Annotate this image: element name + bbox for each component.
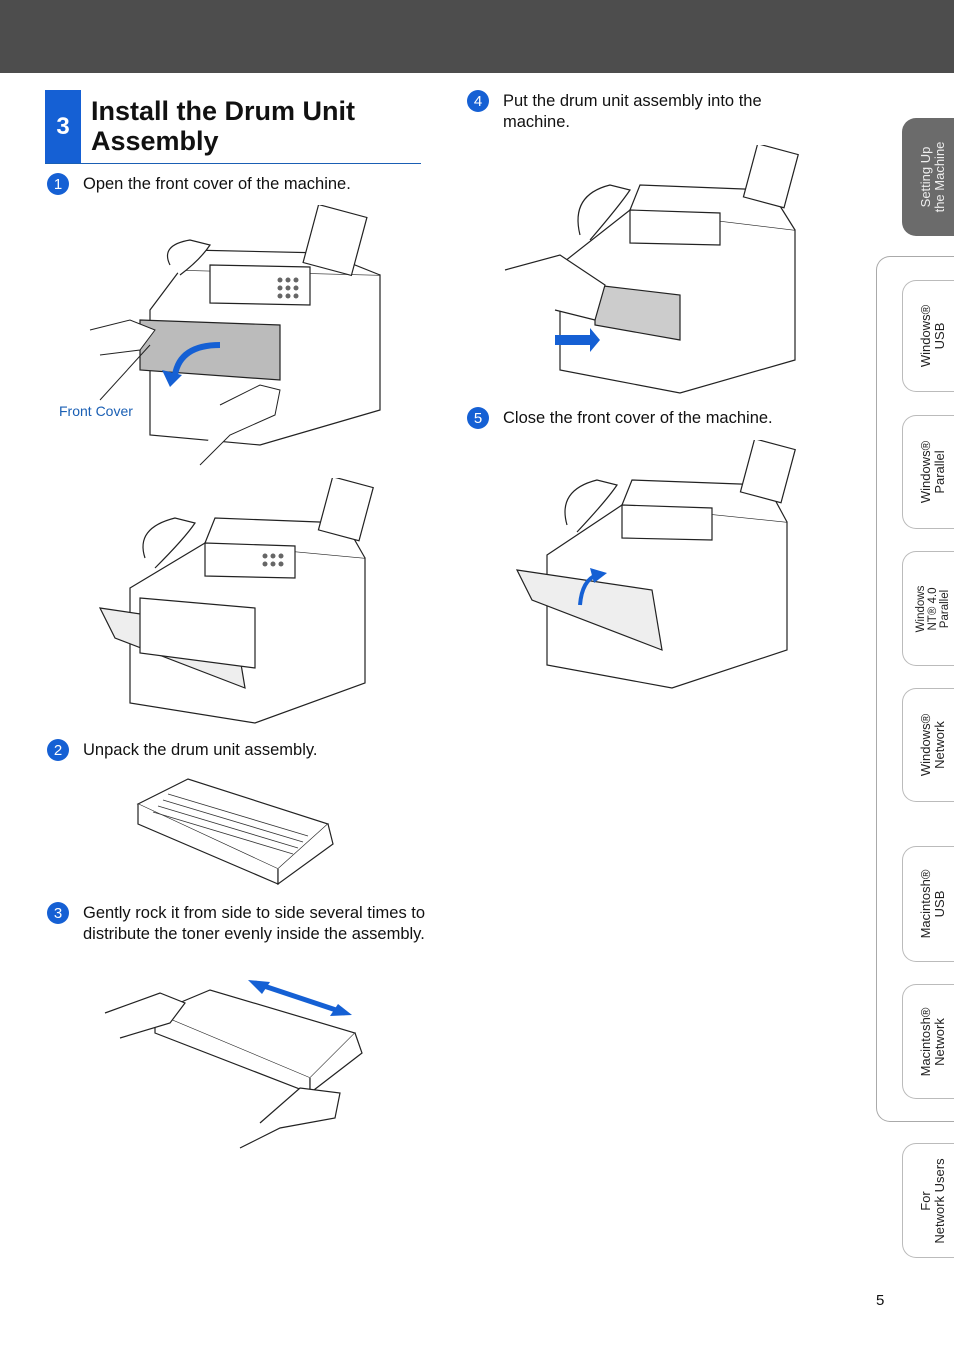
section-title: Install the Drum Unit Assembly [91,96,356,156]
step-5-text: Close the front cover of the machine. [503,409,773,427]
step-3-number: 3 [47,902,69,924]
tab-label: the Machine [932,141,947,213]
header-bar [0,0,954,73]
tab-windows-usb[interactable]: Windows®USB [902,280,954,392]
tab-label: NT® 4.0 [927,587,939,630]
tab-label: Windows® [918,440,933,504]
illustration-open-cover [80,205,390,470]
step-1-text: Open the front cover of the machine. [83,175,351,193]
tab-macintosh-usb[interactable]: Macintosh®USB [902,846,954,962]
step-4-number: 4 [467,90,489,112]
step-4-text: Put the drum unit assembly into the mach… [503,92,762,131]
step-1: 1 Open the front cover of the machine. [47,173,427,195]
step-5-number: 5 [467,407,489,429]
tab-label: Parallel [932,450,947,494]
tab-label: Windows® [918,304,933,368]
step-2-text: Unpack the drum unit assembly. [83,741,318,759]
step-2: 2 Unpack the drum unit assembly. [47,739,427,761]
tab-label: Network [932,1017,947,1066]
tab-label: Macintosh® [918,1007,933,1076]
tab-windows-network[interactable]: Windows®Network [902,688,954,802]
front-cover-label: Front Cover [59,403,133,419]
tab-windows-parallel[interactable]: Windows®Parallel [902,415,954,529]
page-number: 5 [876,1292,885,1309]
tab-label: Network [932,721,947,769]
illustration-drum-unit [128,774,338,889]
tab-label: Windows® [918,713,933,777]
illustration-rock-drum [100,978,370,1153]
step-4: 4 Put the drum unit assembly into the ma… [467,90,827,133]
illustration-insert-drum [500,145,805,395]
tab-label: Setting Up [918,146,933,208]
step-2-number: 2 [47,739,69,761]
tab-label: Macintosh® [918,869,933,939]
tab-label: For [918,1190,933,1211]
illustration-close-cover [512,440,797,690]
section-header: 3 Install the Drum Unit Assembly [45,90,421,164]
step-3-text: Gently rock it from side to side several… [83,904,426,943]
step-3: 3 Gently rock it from side to side sever… [47,902,427,945]
tab-label: Windows [915,585,927,632]
tab-label: USB [932,890,947,918]
step-1-number: 1 [47,173,69,195]
tab-label: USB [932,322,947,350]
side-tabs-bracket [876,256,954,1122]
step-5: 5 Close the front cover of the machine. [467,407,827,429]
section-number: 3 [45,90,81,163]
tab-label: Parallel [939,589,951,628]
tab-label: Network Users [932,1157,947,1244]
tab-macintosh-network[interactable]: Macintosh®Network [902,984,954,1099]
illustration-cover-opened [95,478,375,728]
